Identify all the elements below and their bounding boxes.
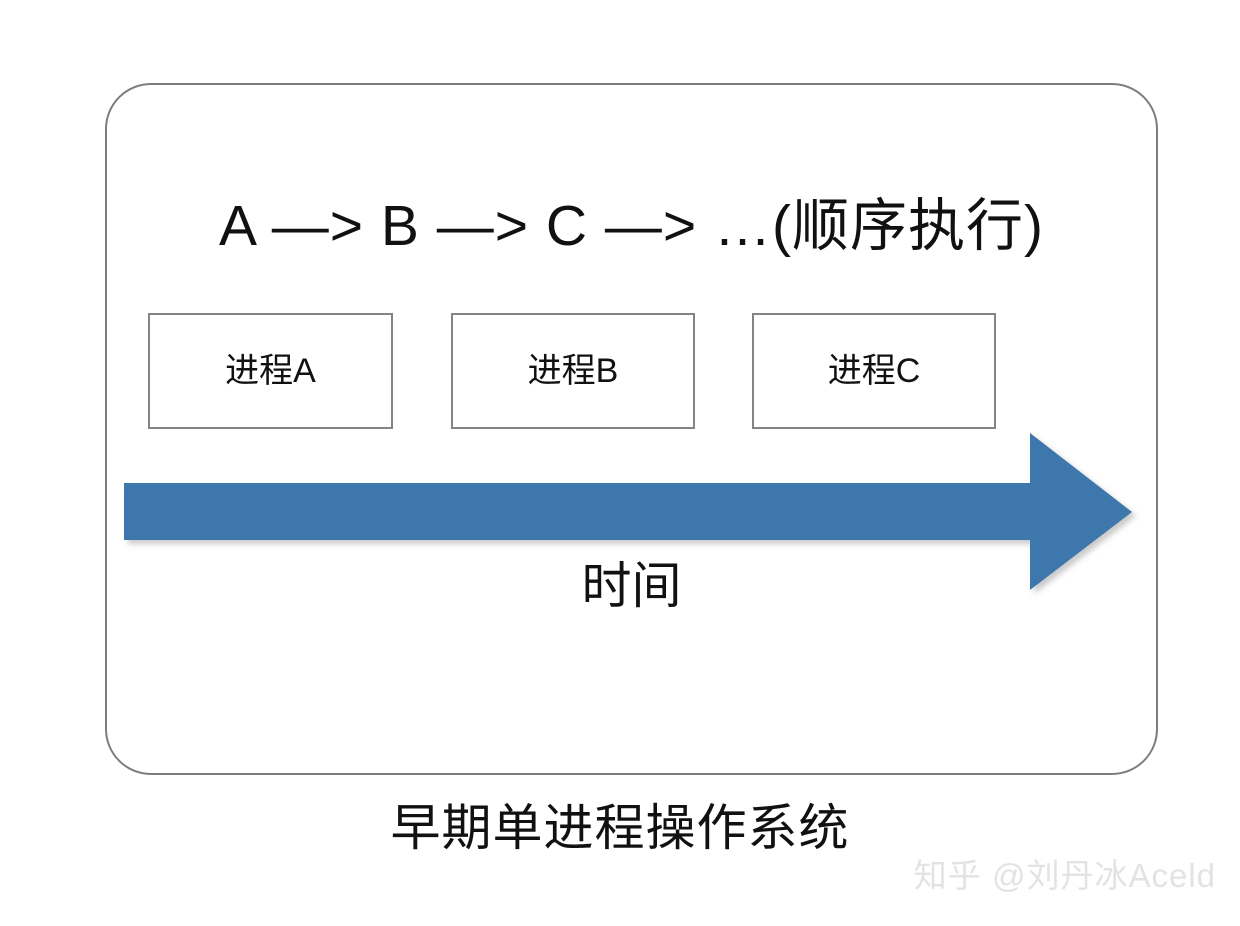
diagram-frame bbox=[105, 83, 1158, 775]
arrow-polygon bbox=[124, 433, 1132, 590]
watermark-text: 知乎 @刘丹冰Aceld bbox=[913, 857, 1216, 894]
process-label-b: 进程B bbox=[527, 352, 619, 390]
process-label-c: 进程C bbox=[827, 352, 921, 390]
process-label-a: 进程A bbox=[225, 352, 316, 390]
process-box-c: 进程C bbox=[752, 313, 996, 429]
figure-caption: 早期单进程操作系统 bbox=[390, 800, 850, 856]
time-arrow-icon bbox=[124, 433, 1132, 590]
process-box-b: 进程B bbox=[451, 313, 695, 429]
time-axis-label: 时间 bbox=[581, 558, 682, 614]
sequence-expression-text: A —> B —> C —> …(顺序执行) bbox=[219, 194, 1044, 258]
process-box-a: 进程A bbox=[148, 313, 393, 429]
